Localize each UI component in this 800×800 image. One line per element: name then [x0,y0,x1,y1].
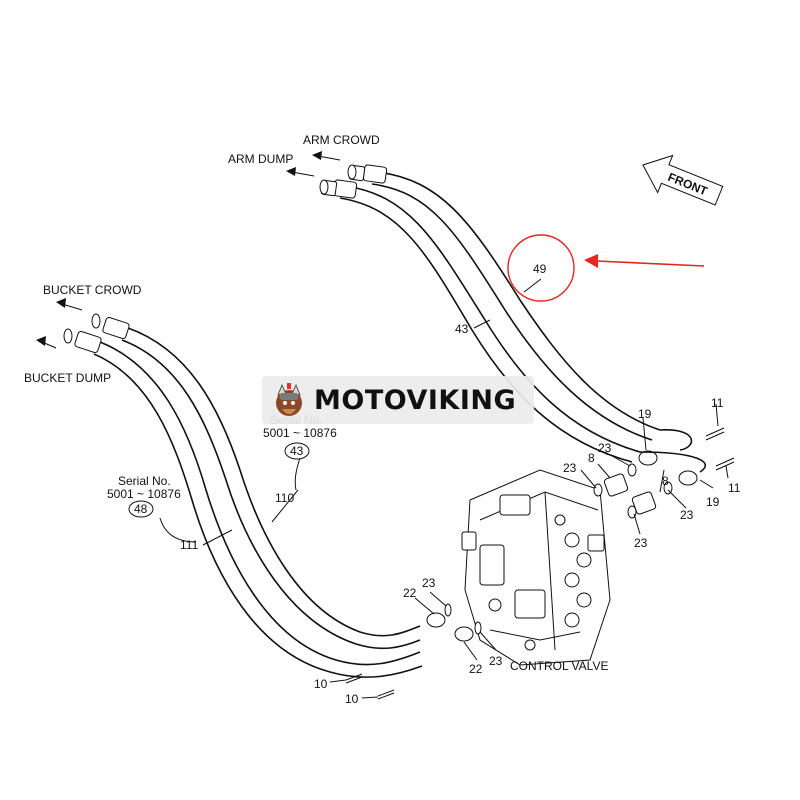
part-22-lower: 22 [469,662,483,676]
part-23-lower: 23 [634,536,648,550]
part-19-right: 19 [706,495,720,509]
part-110: 110 [275,491,294,505]
part-23-right: 23 [680,508,694,522]
serial-center-line2: 5001 ~ 10876 [263,426,337,440]
part-11-right: 11 [728,481,741,495]
bucket-crowd-label: BUCKET CROWD [43,283,142,297]
bucket-dump-label: BUCKET DUMP [24,371,111,385]
part-23-top: 23 [598,441,612,455]
badge-48: 48 [134,502,148,516]
serial-left-line1: Serial No. [118,474,171,488]
bucket-hoses [93,327,423,678]
bucket-connection-parts [345,603,482,700]
part-10-lower: 10 [345,692,359,706]
part-11-top: 11 [711,396,724,410]
part-43: 43 [455,322,469,336]
part-22-upper: 22 [403,586,417,600]
part-23-left: 23 [563,461,577,475]
arm-crowd-label: ARM CROWD [303,133,380,147]
front-direction-arrow: FRONT [642,154,724,206]
diagram-labels: ARM CROWD ARM DUMP BUCKET CROWD BUCKET D… [24,133,608,673]
part-23-valve-bottom: 23 [489,654,503,668]
arm-dump-label: ARM DUMP [228,152,293,166]
control-valve-body [461,469,611,666]
control-valve-label: CONTROL VALVE [510,659,608,673]
badge-43: 43 [290,444,304,458]
highlight-callout [507,234,705,302]
badge-43-outline [284,442,310,460]
part-23-valve-left: 23 [422,576,436,590]
part-number-labels: 43 110 111 19 19 11 11 8 8 23 23 23 23 2… [180,322,741,706]
part-111: 111 [180,538,199,552]
flow-arrows [36,151,341,349]
watermark-banner: MOTOVIKING [262,376,534,424]
arm-hose-fittings [319,164,388,199]
part-8-left: 8 [588,451,595,465]
part-19-top: 19 [638,407,652,421]
arm-connection-parts [593,427,735,519]
reference-badges: 49 48 43 [128,262,547,518]
leader-lines [159,319,729,699]
viking-logo-icon [276,383,302,416]
badge-48-outline [128,500,154,518]
part-10-upper: 10 [314,677,328,691]
bucket-hose-fittings [63,313,130,354]
brand-name: MOTOVIKING [314,384,517,416]
arm-hoses [339,171,661,463]
serial-left-line2: 5001 ~ 10876 [107,487,181,501]
badge-49: 49 [533,262,547,276]
part-8-right: 8 [662,474,669,488]
